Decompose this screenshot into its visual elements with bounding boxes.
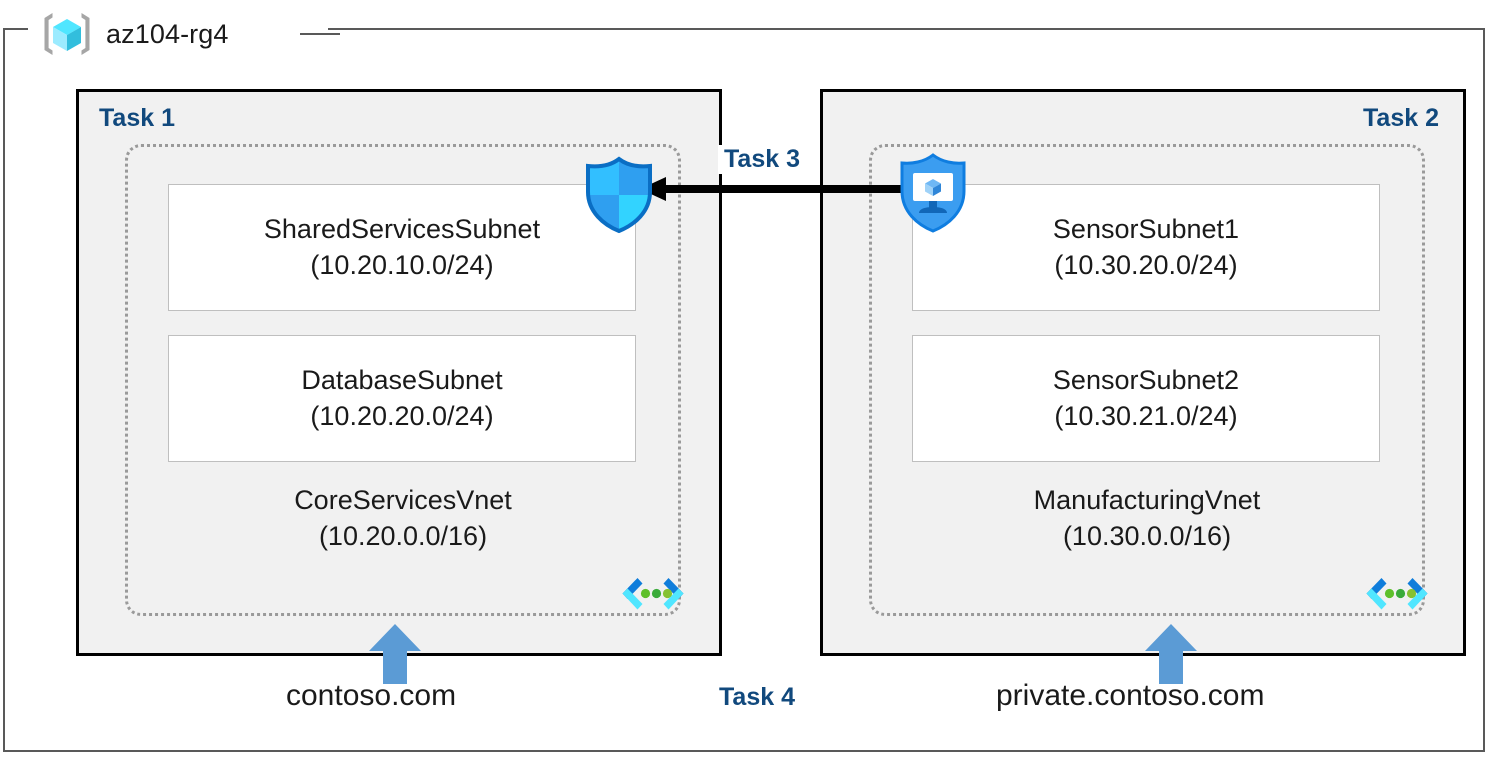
dns-link-up-arrow-icon — [1145, 624, 1197, 684]
private-endpoint-icon — [1360, 571, 1434, 627]
dns-zone-label-public: contoso.com — [286, 679, 457, 712]
vnet-cidr: (10.20.0.0/16) — [318, 520, 488, 551]
subnet-cidr: (10.30.20.0/24) — [1054, 249, 1238, 280]
vnet-name: CoreServicesVnet — [294, 485, 512, 515]
subnet-name: SensorSubnet2 — [1052, 364, 1240, 395]
subnet-box-sharedservices: SharedServicesSubnet (10.20.10.0/24) — [168, 184, 636, 311]
nsg-shield-icon — [580, 156, 658, 234]
vnet-label-coreservices: CoreServicesVnet (10.20.0.0/16) — [128, 483, 678, 554]
subnet-cidr: (10.30.21.0/24) — [1054, 400, 1238, 431]
resource-group-name: az104-rg4 — [106, 18, 229, 49]
task-label-3: Task 3 — [718, 145, 806, 174]
subnet-cidr: (10.20.10.0/24) — [310, 249, 494, 280]
task-panel-right: Task 2 SensorSubnet1 (10.30.20.0/24) Sen… — [820, 89, 1466, 656]
vnet-name: ManufacturingVnet — [1033, 485, 1261, 515]
vnet-container-coreservices: SharedServicesSubnet (10.20.10.0/24) Dat… — [125, 144, 684, 616]
peering-arrow-left-icon — [640, 172, 920, 208]
task-label-2: Task 2 — [1363, 104, 1439, 132]
subnet-name: SensorSubnet1 — [1052, 213, 1240, 244]
resource-group-header-rule — [300, 33, 340, 35]
subnet-box-sensor1: SensorSubnet1 (10.30.20.0/24) — [912, 184, 1380, 311]
resource-group-cube-icon — [40, 10, 94, 58]
dns-zone-label-private: private.contoso.com — [996, 679, 1265, 712]
vnet-cidr: (10.30.0.0/16) — [1062, 520, 1232, 551]
dns-link-up-arrow-icon — [369, 624, 421, 684]
subnet-box-sensor2: SensorSubnet2 (10.30.21.0/24) — [912, 335, 1380, 462]
vnet-container-manufacturing: SensorSubnet1 (10.30.20.0/24) SensorSubn… — [869, 144, 1428, 616]
resource-group-header: az104-rg4 — [40, 6, 228, 62]
subnet-box-database: DatabaseSubnet (10.20.20.0/24) — [168, 335, 636, 462]
subnet-name: SharedServicesSubnet — [263, 213, 541, 244]
task-label-1: Task 1 — [99, 104, 175, 132]
subnet-name: DatabaseSubnet — [301, 364, 503, 395]
vnet-label-manufacturing: ManufacturingVnet (10.30.0.0/16) — [872, 483, 1422, 554]
task-label-4: Task 4 — [719, 683, 795, 711]
subnet-cidr: (10.20.20.0/24) — [310, 400, 494, 431]
resource-group-frame — [3, 28, 1485, 752]
private-endpoint-icon — [616, 571, 690, 627]
task-panel-left: Task 1 SharedServicesSubnet (10.20.10.0/… — [76, 89, 722, 656]
bastion-shield-icon — [896, 152, 970, 234]
